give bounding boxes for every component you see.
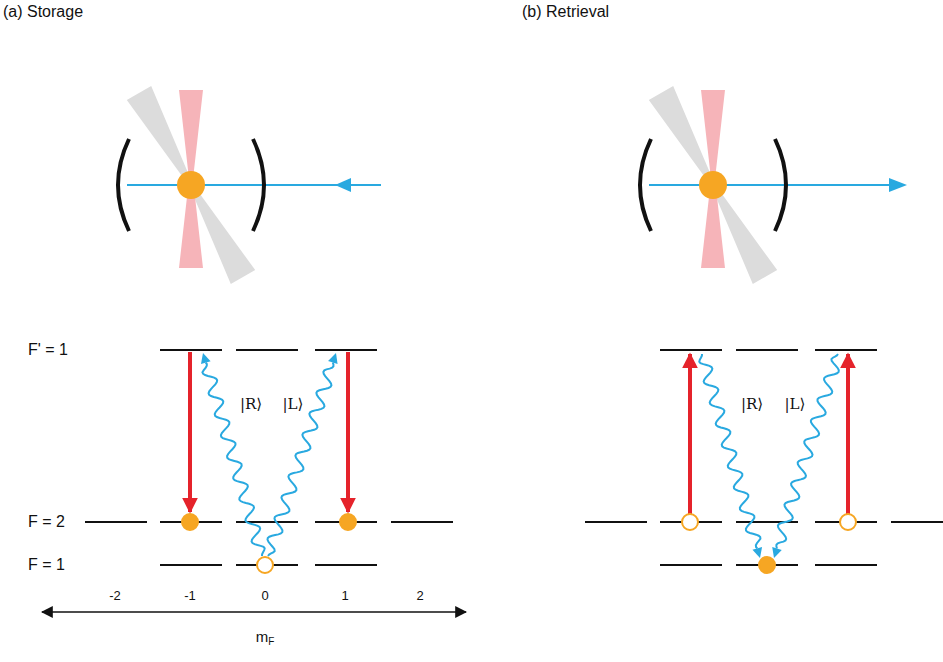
level-line bbox=[315, 349, 377, 351]
level-line bbox=[585, 521, 647, 523]
tick-number: -1 bbox=[184, 589, 196, 604]
tick-number: 0 bbox=[261, 589, 268, 604]
empty-state bbox=[682, 514, 698, 530]
cavity-scene bbox=[640, 86, 907, 284]
panel-title: (b) Retrieval bbox=[522, 3, 609, 21]
tick-number: 1 bbox=[341, 589, 348, 604]
cavity-scene bbox=[118, 86, 381, 284]
control-laser-arrow bbox=[188, 352, 192, 512]
axis-label: mF bbox=[256, 628, 275, 648]
polarization-label: |R⟩ bbox=[239, 396, 263, 413]
level-line bbox=[160, 349, 222, 351]
mf-axis bbox=[42, 611, 466, 613]
arrow-head bbox=[201, 353, 211, 364]
photon-wave bbox=[776, 354, 838, 548]
control-laser-arrow bbox=[346, 352, 350, 512]
empty-state bbox=[840, 514, 856, 530]
tick-number: -2 bbox=[109, 589, 121, 604]
output-light bbox=[649, 184, 891, 186]
photon-wave bbox=[699, 354, 760, 548]
level-line bbox=[160, 564, 222, 566]
mirror bbox=[640, 139, 651, 231]
level-line bbox=[236, 349, 298, 351]
populated-state bbox=[182, 514, 198, 530]
polarization-label: |R⟩ bbox=[740, 396, 764, 413]
empty-state bbox=[257, 557, 273, 573]
arrow-head bbox=[772, 547, 782, 558]
level-line bbox=[815, 564, 877, 566]
level-line bbox=[815, 349, 877, 351]
level-line bbox=[391, 521, 453, 523]
control-laser-arrow bbox=[846, 354, 850, 514]
level-line bbox=[315, 564, 377, 566]
atom bbox=[699, 171, 727, 199]
arrow-head bbox=[889, 178, 907, 192]
arrow-head bbox=[752, 547, 762, 558]
level-line bbox=[736, 349, 798, 351]
level-label: F = 2 bbox=[28, 513, 65, 531]
level-line bbox=[660, 349, 722, 351]
energy-levels bbox=[85, 350, 453, 565]
polarization-label: |L⟩ bbox=[282, 396, 305, 413]
level-label: F' = 1 bbox=[28, 341, 68, 359]
level-line bbox=[85, 521, 147, 523]
photon-wave bbox=[202, 363, 264, 556]
populated-state bbox=[759, 557, 775, 573]
panel-title: (a) Storage bbox=[3, 3, 83, 21]
mirror bbox=[118, 139, 129, 231]
arrow-head bbox=[328, 353, 337, 364]
level-label: F = 1 bbox=[28, 556, 65, 574]
photon-wave bbox=[268, 362, 334, 556]
level-line bbox=[660, 564, 722, 566]
level-line bbox=[891, 521, 943, 523]
mirror bbox=[253, 139, 264, 231]
populated-state bbox=[340, 514, 356, 530]
energy-levels bbox=[585, 350, 943, 565]
polarization-label: |L⟩ bbox=[784, 396, 807, 413]
mirror bbox=[775, 139, 786, 231]
arrow-head bbox=[335, 178, 351, 192]
atom bbox=[177, 171, 205, 199]
control-laser-arrow bbox=[688, 354, 692, 514]
tick-number: 2 bbox=[416, 589, 423, 604]
